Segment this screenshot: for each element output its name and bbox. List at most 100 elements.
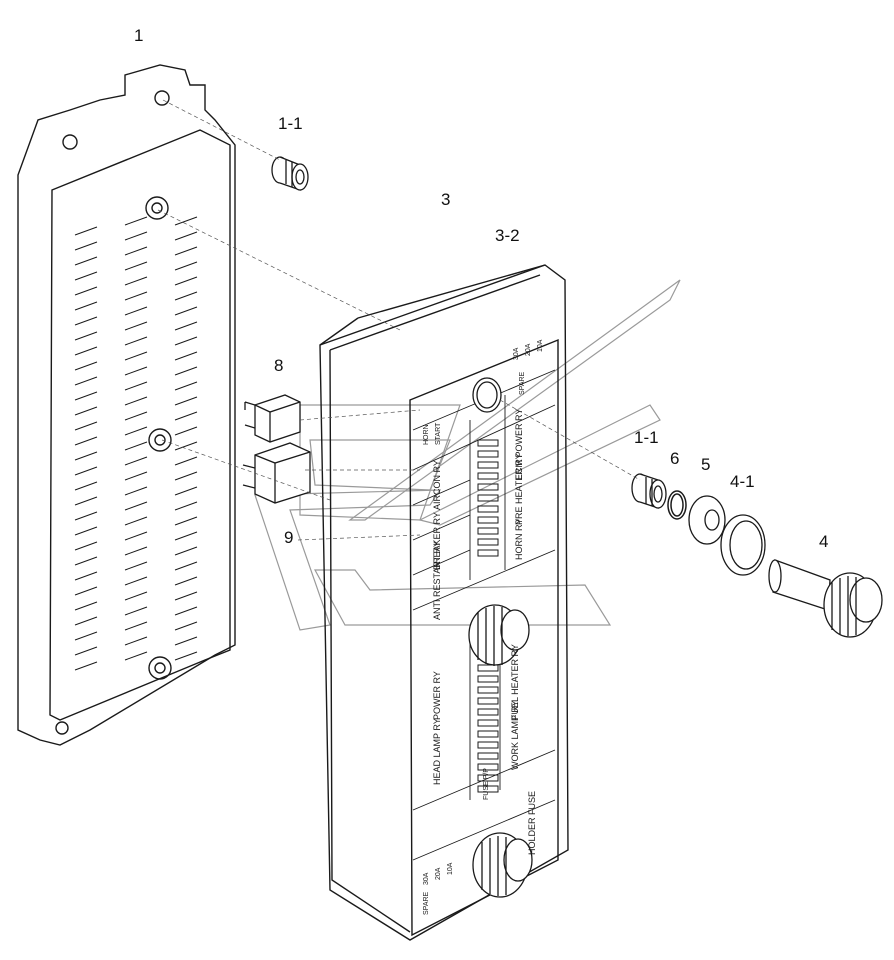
fuse-slot: [477, 730, 499, 738]
socket-slot: [124, 651, 148, 661]
label-fuse-puller: FUSE P/P: [483, 768, 490, 800]
socket-slot: [174, 486, 198, 496]
callout-1-1-right: 1-1: [634, 428, 659, 447]
label-horn-ry: HORN RY: [514, 519, 524, 560]
label-power-ry: POWER RY: [432, 671, 442, 720]
socket-slot: [74, 631, 98, 641]
socket-slot: [124, 396, 148, 406]
socket-slot: [124, 216, 148, 226]
label-a20-top: 20A: [525, 343, 532, 356]
socket-slot: [124, 261, 148, 271]
fuse-slot: [477, 538, 499, 546]
socket-slot: [74, 601, 98, 611]
socket-slot: [124, 606, 148, 616]
socket-slot: [74, 556, 98, 566]
socket-slot: [124, 561, 148, 571]
socket-slot: [124, 486, 148, 496]
socket-slot: [74, 346, 98, 356]
socket-slot: [124, 411, 148, 421]
socket-slot: [124, 501, 148, 511]
socket-slot: [74, 541, 98, 551]
socket-slot: [174, 441, 198, 451]
socket-slot: [74, 301, 98, 311]
socket-slot: [124, 636, 148, 646]
socket-slot: [74, 286, 98, 296]
fuse-slot: [477, 697, 499, 705]
socket-slot: [74, 586, 98, 596]
socket-slot: [124, 441, 148, 451]
fuse-slot: [477, 450, 499, 458]
socket-slot: [174, 606, 198, 616]
socket-slot: [74, 661, 98, 671]
leader-lines: [157, 99, 641, 541]
socket-slot: [174, 411, 198, 421]
socket-slot: [74, 526, 98, 536]
socket-slot: [74, 361, 98, 371]
socket-slot: [74, 616, 98, 626]
socket-slot: [174, 471, 198, 481]
callout-1-1-top: 1-1: [278, 114, 303, 133]
label-fuel-heater: FUEL HEATER RY: [510, 644, 520, 720]
socket-slot: [124, 531, 148, 541]
socket-slot: [74, 481, 98, 491]
callout-3: 3: [441, 190, 451, 209]
cover-fuse-slots: [477, 439, 499, 793]
fuse-box-cover: [319, 264, 569, 941]
fuse-socket-grid: [74, 216, 198, 671]
socket-slot: [74, 451, 98, 461]
socket-slot: [124, 546, 148, 556]
socket-slot: [124, 246, 148, 256]
socket-slot: [174, 276, 198, 286]
socket-slot: [74, 376, 98, 386]
callout-1: 1: [134, 26, 144, 45]
label-breaker: BREAKER RY: [432, 512, 442, 570]
socket-slot: [124, 306, 148, 316]
socket-slot: [74, 271, 98, 281]
socket-slot: [174, 366, 198, 376]
label-ecm-power: ECM POWER RY: [514, 409, 524, 480]
socket-slot: [74, 241, 98, 251]
socket-slot: [124, 516, 148, 526]
label-head-lamp: HEAD LAMP RY: [432, 718, 442, 785]
socket-slot: [124, 366, 148, 376]
fuse-slot: [477, 505, 499, 513]
socket-slot: [124, 291, 148, 301]
socket-slot: [74, 226, 98, 236]
grommet-right: [631, 473, 667, 509]
label-a30-bottom: 30A: [423, 872, 430, 885]
label-start: START: [435, 422, 442, 445]
label-a10-bottom: 10A: [447, 862, 454, 875]
socket-slot: [174, 396, 198, 406]
socket-slot: [174, 591, 198, 601]
socket-slot: [174, 291, 198, 301]
socket-slot: [174, 456, 198, 466]
socket-slot: [74, 256, 98, 266]
socket-slot: [124, 381, 148, 391]
fuse-box-base: [17, 64, 236, 746]
socket-slot: [74, 466, 98, 476]
socket-slot: [124, 621, 148, 631]
fuse-slot: [477, 472, 499, 480]
fuse-slot: [477, 741, 499, 749]
socket-slot: [174, 546, 198, 556]
callout-8: 8: [274, 356, 284, 375]
callout-5: 5: [701, 455, 711, 474]
washer: [688, 495, 726, 545]
socket-slot: [124, 576, 148, 586]
callout-4: 4: [819, 532, 829, 551]
socket-slot: [74, 511, 98, 521]
socket-slot: [174, 351, 198, 361]
socket-slot: [174, 336, 198, 346]
relay-small: [244, 394, 301, 443]
label-spare-bottom: SPARE: [423, 891, 430, 915]
cover-text: AIRCON RY BREAKER RY ANTI RESTART RY ECM…: [423, 339, 544, 915]
fuse-slot: [477, 763, 499, 771]
socket-slot: [74, 391, 98, 401]
fuse-slot: [477, 774, 499, 782]
label-spare-top: SPARE: [519, 371, 526, 395]
cover-knob-upper: [468, 604, 530, 666]
label-horn: HORN: [423, 424, 430, 445]
socket-slot: [174, 516, 198, 526]
cover-label-grid: [412, 369, 556, 861]
socket-slot: [124, 471, 148, 481]
